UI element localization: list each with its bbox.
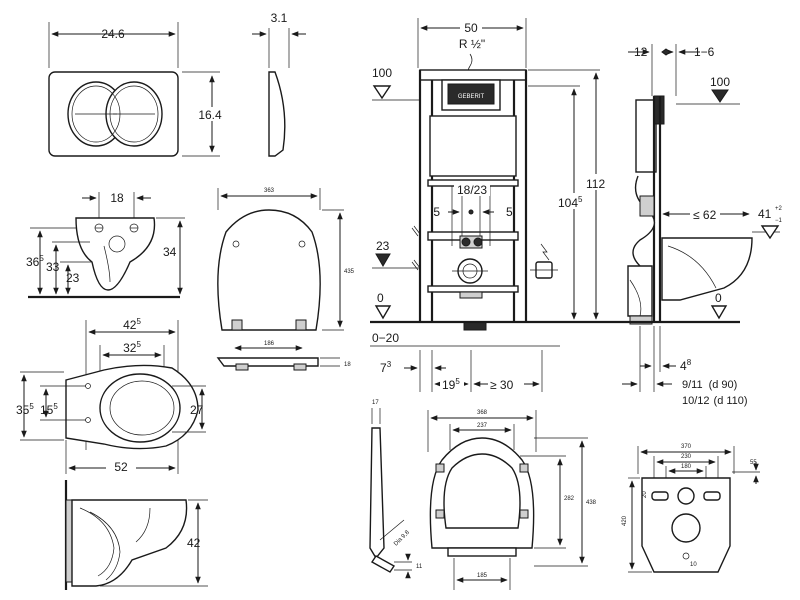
level-floor-label: 0 (377, 291, 384, 305)
seat-side-thickness-label: 17 (372, 400, 379, 406)
open-seat-inner-label: 237 (477, 423, 488, 429)
installation-frame-front-view: 50 R ½" GEBERIT 18/23 5 5 (370, 18, 610, 392)
height-main-label: 1045 (558, 195, 583, 210)
seat-hinge-label: 186 (264, 341, 275, 347)
seat-width-label: 363 (264, 188, 275, 194)
bowl-height-low-label: 23 (66, 271, 80, 285)
side-offset-label: 48 (680, 358, 692, 373)
side-level-top-label: 100 (710, 75, 730, 89)
plate-bottom-dim: 10 (690, 562, 697, 568)
bottom-mid-label: 195 (442, 377, 460, 392)
side-depth-label: 12 (634, 45, 648, 59)
seat-open-view: 368 237 282 438 185 (427, 410, 597, 590)
open-seat-hinge-label: 185 (477, 573, 488, 579)
side-height-label: 41 (758, 207, 772, 221)
plate-depth-label: 3.1 (271, 11, 288, 25)
level-top-label: 100 (372, 66, 392, 80)
open-seat-mid-label: 282 (564, 496, 575, 502)
plate-inner-dim: 180 (681, 464, 692, 470)
projection-label: 52 (114, 460, 128, 474)
bowl-height-mid-label: 33 (46, 260, 60, 274)
plate-slot-dim: 20 (642, 491, 648, 498)
plate-mid-dim: 230 (681, 454, 692, 460)
spacing-label: 18/23 (457, 183, 487, 197)
side-tol-plus-label: +2 (775, 206, 783, 212)
side-tol-minus-label: −1 (775, 218, 783, 224)
side-level-floor-label: 0 (715, 291, 722, 305)
bowl-side-view: 18 365 33 23 34 (26, 191, 185, 299)
bowl-section-view: 42 (64, 480, 208, 590)
section-height-label: 42 (187, 536, 201, 550)
width-a-label: 355 (16, 402, 34, 417)
plate-width-dim: 370 (681, 444, 692, 450)
plate-corner-dim: 55 (750, 460, 757, 466)
seat-side-view: 17 Dia 9,8 11 (369, 400, 423, 579)
open-seat-width-label: 368 (477, 410, 488, 416)
seat-top-view: 363 435 186 18 (216, 188, 355, 371)
floor-range-label: 0−20 (372, 331, 399, 345)
mounting-plate-view: 370 230 180 420 20 10 55 (622, 444, 760, 573)
offset-left-label: 5 (433, 205, 440, 219)
overall-length-label: 425 (123, 317, 141, 332)
pipe-a-label: 9/11(d 90) (682, 379, 737, 391)
thread-label: R ½" (459, 37, 485, 51)
seat-side-angle-label: Dia 9,8 (393, 529, 411, 547)
side-adjust-label: 1−6 (694, 45, 715, 59)
seat-length-label: 435 (344, 269, 355, 275)
plate-width-label: 24.6 (101, 27, 125, 41)
offset-right-label: 5 (506, 205, 513, 219)
pipe-b-label: 10/12(d 110) (682, 395, 748, 407)
flush-plate-front-view: 24.6 16.4 (48, 22, 224, 157)
bowl-height-left-label: 365 (26, 254, 44, 269)
seat-thickness-label: 18 (344, 362, 351, 368)
width-b-label: 155 (40, 402, 58, 417)
installation-frame-side-view: 12 1−6 100 ≤ 62 41 +2 −1 0 48 (610, 44, 783, 407)
hole-spacing-label: 18 (110, 191, 124, 205)
open-seat-length-label: 438 (586, 500, 597, 506)
bowl-height-right-label: 34 (163, 245, 177, 259)
plate-height-dim: 420 (622, 515, 628, 526)
rim-width-label: 27 (190, 403, 204, 417)
bottom-left-label: 73 (380, 360, 392, 375)
side-reach-label: ≤ 62 (693, 208, 717, 222)
plate-height-label: 16.4 (198, 108, 222, 122)
flush-plate-side-view: 3.1 (252, 11, 306, 157)
seat-side-base-label: 11 (416, 564, 423, 570)
brand-badge: GEBERIT (458, 94, 485, 100)
bottom-right-label: ≥ 30 (490, 378, 514, 392)
inner-length-label: 325 (123, 340, 141, 355)
height-total-label: 112 (586, 177, 605, 191)
bowl-top-view: 425 325 355 155 27 52 (16, 317, 206, 474)
frame-width-label: 50 (464, 21, 478, 35)
level-pipe-label: 23 (376, 239, 390, 253)
